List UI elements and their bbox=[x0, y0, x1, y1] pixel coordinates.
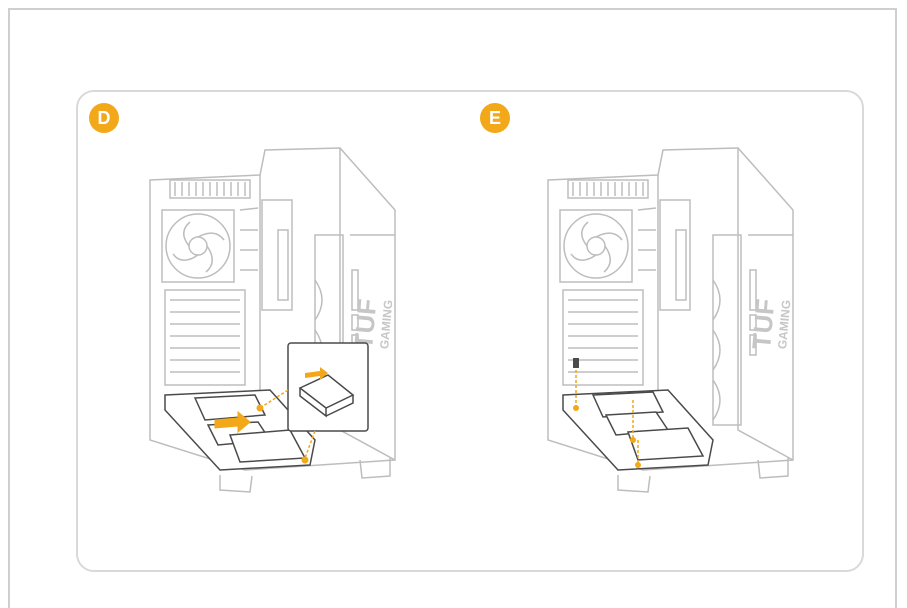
fan-icon bbox=[563, 213, 629, 279]
slide-arrow bbox=[214, 410, 251, 434]
drive-1 bbox=[193, 394, 267, 421]
tuf-logo-text: TUF bbox=[348, 298, 382, 351]
case-outline bbox=[149, 147, 396, 471]
step-e-badge: E bbox=[480, 103, 510, 133]
gaming-logo-text: GAMING bbox=[775, 299, 793, 349]
gaming-logo-text: GAMING bbox=[377, 299, 395, 349]
step-d-badge: D bbox=[89, 103, 119, 133]
outer-frame bbox=[8, 8, 897, 608]
step-e-case-illustration: TUF GAMING bbox=[547, 147, 794, 493]
fan-icon bbox=[165, 213, 231, 279]
drive-1 bbox=[591, 391, 665, 418]
screw-icon bbox=[573, 358, 579, 368]
zoom-callout bbox=[287, 342, 369, 432]
step-d-case-illustration: TUF GAMING bbox=[149, 147, 396, 493]
rear-fan-frame bbox=[161, 209, 235, 283]
tuf-logo-text: TUF bbox=[746, 298, 780, 351]
callout-arrow bbox=[305, 367, 328, 380]
instruction-panel bbox=[76, 90, 864, 572]
drive-3 bbox=[626, 427, 705, 461]
top-vent bbox=[169, 179, 251, 199]
expansion-slots bbox=[164, 289, 246, 386]
